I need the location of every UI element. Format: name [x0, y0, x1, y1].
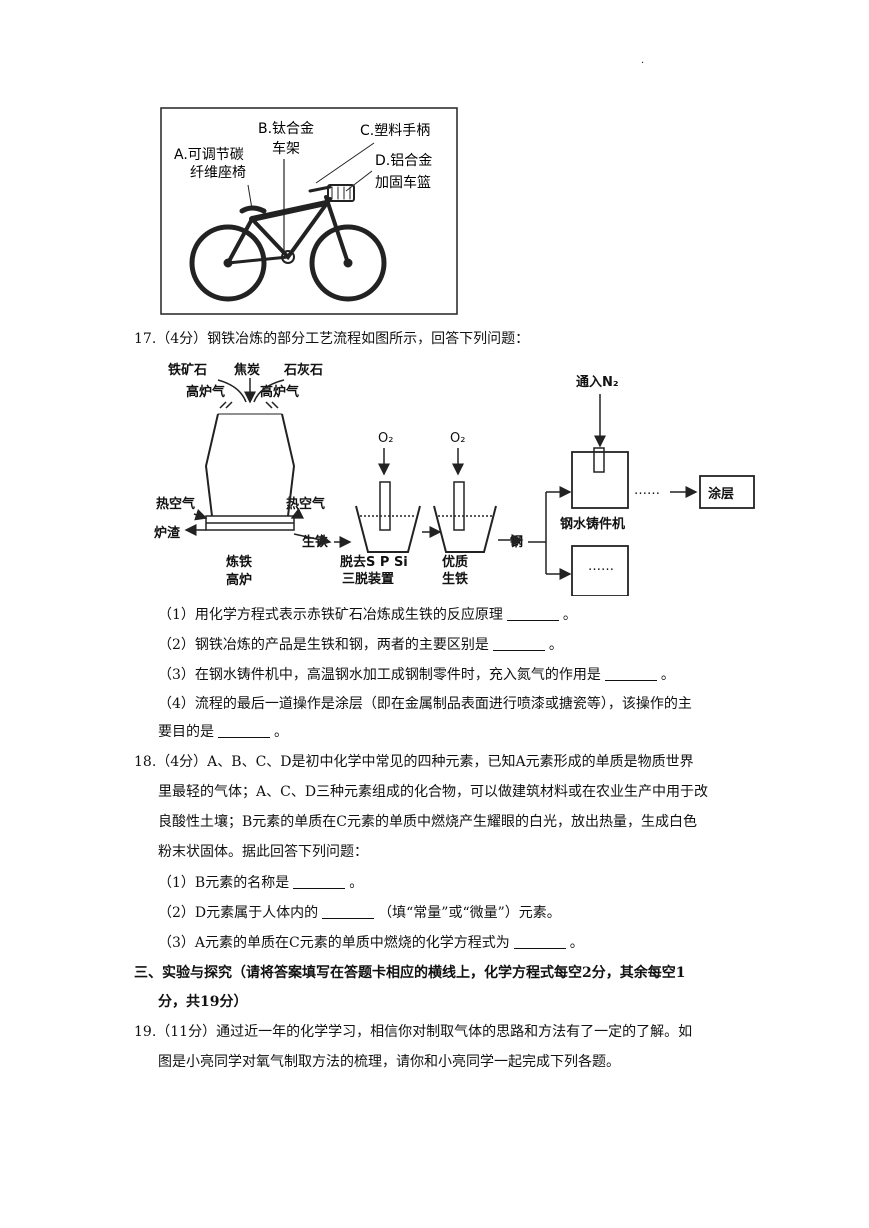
answer-blank-18-2[interactable] — [322, 904, 375, 919]
furnace-label-1: 炼铁 — [226, 554, 252, 570]
n2-inlet-label: 通入N₂ — [576, 374, 619, 390]
coating-label: 涂层 — [708, 486, 734, 502]
iron-ore-label: 铁矿石 — [167, 362, 207, 378]
q17-sub4-line2: 要目的是。 — [158, 723, 288, 740]
furnace-gas-right: 高炉气 — [260, 384, 299, 400]
slag-label: 炉渣 — [154, 525, 181, 541]
label-d-line2: 加固车篮 — [375, 174, 431, 191]
answer-blank-18-3[interactable] — [513, 934, 566, 949]
furnace-gas-left: 高炉气 — [186, 384, 225, 400]
q17-stem: 17.（4分）钢铁冶炼的部分工艺流程如图所示，回答下列问题： — [134, 331, 530, 347]
other-process-dots: …… — [588, 559, 614, 574]
answer-blank-17-2[interactable] — [492, 636, 545, 651]
limestone-label: 石灰石 — [283, 362, 323, 378]
label-c: C.塑料手柄 — [360, 123, 430, 139]
q18-line2: 里最轻的气体；A、C、D三种元素组成的化合物，可以做建筑材料或在农业生产中用于改 — [158, 784, 709, 800]
hot-air-left: 热空气 — [156, 496, 195, 512]
o2-label-2: O₂ — [450, 431, 465, 446]
coke-label: 焦炭 — [233, 362, 260, 378]
label-b-line1: B.钛合金 — [258, 121, 314, 137]
q18-sub3: （3）A元素的单质在C元素的单质中燃烧的化学方程式为。 — [158, 934, 584, 951]
q18-sub2: （2）D元素属于人体内的（填“常量”或“微量”）元素。 — [158, 904, 561, 921]
desulf-label-2: 三脱装置 — [342, 571, 394, 587]
quality-label-1: 优质 — [442, 554, 468, 570]
o2-label-1: O₂ — [378, 431, 393, 446]
answer-blank-18-1[interactable] — [293, 874, 346, 889]
answer-blank-17-4[interactable] — [218, 723, 270, 738]
steel-flow-diagram: 铁矿石 焦炭 石灰石 高炉气 高炉气 热空气 热空气 炉渣 生铁 炼铁 高炉 脱… — [154, 362, 755, 596]
q19-line1: 19.（11分）通过近一年的化学学习，相信你对制取气体的思路和方法有了一定的了解… — [134, 1024, 693, 1040]
q17-sub2: （2）钢铁冶炼的产品是生铁和钢，两者的主要区别是。 — [158, 636, 563, 653]
steel-label: 钢 — [510, 534, 523, 550]
bike-wheels — [189, 224, 387, 302]
q17-sub1: （1）用化学方程式表示赤铁矿石冶炼成生铁的反应原理。 — [158, 606, 577, 623]
section3-heading-line1: 三、实验与探究（请将答案填写在答题卡相应的横线上，化学方程式每空2分，其余每空1 — [134, 965, 686, 981]
q17-sub4-line1: （4）流程的最后一道操作是涂层（即在金属制品表面进行喷漆或搪瓷等），该操作的主 — [158, 696, 692, 712]
q19-line2: 图是小亮同学对氧气制取方法的梳理，请你和小亮同学一起完成下列各题。 — [158, 1054, 620, 1070]
label-b-line2: 车架 — [272, 140, 300, 157]
answer-blank-17-3[interactable] — [604, 666, 657, 681]
answer-blank-17-1[interactable] — [506, 606, 559, 621]
page-mark: · — [641, 58, 645, 69]
section3-heading-line2: 分，共19分） — [158, 994, 248, 1010]
q17-sub3: （3）在钢水铸件机中，高温钢水加工成钢制零件时，充入氮气的作用是。 — [158, 666, 675, 683]
q18-line4: 粉末状固体。据此回答下列问题： — [158, 844, 368, 860]
label-d-line1: D.铝合金 — [375, 153, 432, 169]
furnace-label-2: 高炉 — [226, 572, 252, 588]
label-a-line2: 纤维座椅 — [190, 165, 246, 181]
bike-frame — [226, 184, 355, 265]
bicycle-figure: A.可调节碳 纤维座椅 B.钛合金 车架 C.塑料手柄 D.铝合金 加固车篮 — [160, 107, 458, 315]
q18-line3: 良酸性土壤；B元素的单质在C元素的单质中燃烧产生耀眼的白光，放出热量，生成白色 — [158, 814, 697, 830]
quality-label-2: 生铁 — [442, 571, 468, 587]
casting-machine-label: 钢水铸件机 — [560, 516, 625, 532]
label-a-line1: A.可调节碳 — [174, 147, 244, 163]
q18-line1: 18.（4分）A、B、C、D是初中化学中常见的四种元素，已知A元素形成的单质是物… — [134, 754, 694, 770]
hot-air-right: 热空气 — [286, 496, 325, 512]
desulf-label-1: 脱去S P Si — [340, 554, 408, 570]
q18-sub1: （1）B元素的名称是。 — [158, 874, 364, 891]
chain-dots: …… — [634, 483, 660, 498]
